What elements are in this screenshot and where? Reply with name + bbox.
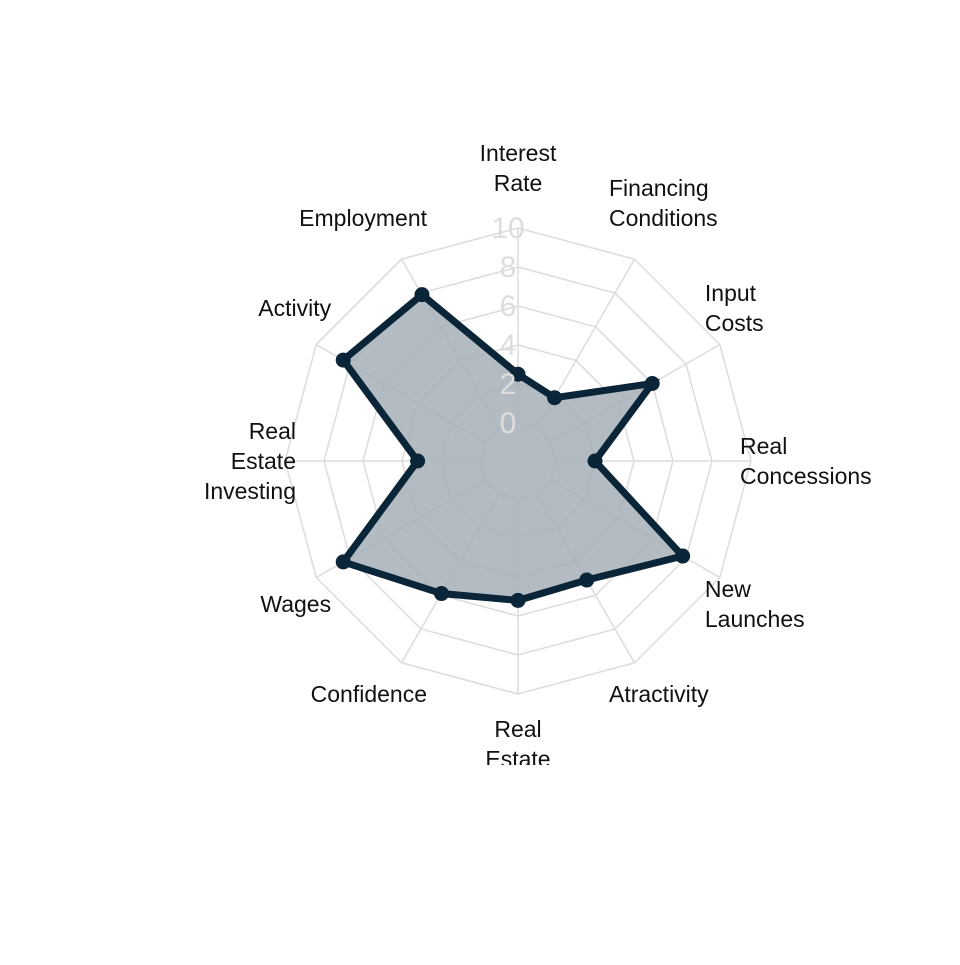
axis-label: Real — [494, 716, 541, 742]
data-point-1 — [547, 390, 563, 406]
axis-label: Input — [705, 280, 757, 306]
axis-label: Costs — [705, 310, 764, 336]
series-layer — [335, 287, 691, 608]
axis-label: Rate — [494, 170, 543, 196]
axis-label: Activity — [258, 295, 331, 321]
axis-label: Confidence — [311, 681, 427, 707]
tick-label: 10 — [491, 212, 524, 245]
axis-label: Estate — [485, 746, 550, 772]
axis-label: Concessions — [740, 463, 872, 489]
tick-label: 4 — [500, 329, 517, 362]
data-point-0 — [510, 366, 526, 382]
axis-label: Employment — [299, 205, 427, 231]
axis-label: Conditions — [609, 205, 718, 231]
axis-label: Atractivity — [609, 681, 709, 707]
data-point-11 — [414, 287, 430, 303]
axis-label: Estate — [231, 448, 296, 474]
axis-label: Financing — [609, 175, 709, 201]
axis-label: Launches — [705, 606, 805, 632]
axis-label: Wages — [260, 591, 331, 617]
data-point-6 — [510, 592, 526, 608]
data-point-5 — [579, 572, 595, 588]
data-point-10 — [335, 352, 351, 368]
axis-label: Real — [249, 418, 296, 444]
data-point-8 — [335, 554, 351, 570]
tick-label: 6 — [500, 290, 517, 323]
tick-label: 2 — [500, 368, 517, 401]
axis-label: New — [705, 576, 751, 602]
axis-label: Interest — [480, 140, 557, 166]
data-point-9 — [410, 453, 426, 469]
tick-label: 8 — [500, 251, 517, 284]
axis-label: Prices — [486, 776, 550, 802]
data-point-7 — [433, 586, 449, 602]
tick-labels: 0 2 4 6 8 10 — [491, 212, 524, 440]
axis-label: Investing — [204, 478, 296, 504]
data-point-3 — [587, 453, 603, 469]
data-point-4 — [675, 548, 691, 564]
data-point-2 — [644, 376, 660, 391]
axis-label: Real — [740, 433, 787, 459]
tick-label: 0 — [500, 407, 517, 440]
